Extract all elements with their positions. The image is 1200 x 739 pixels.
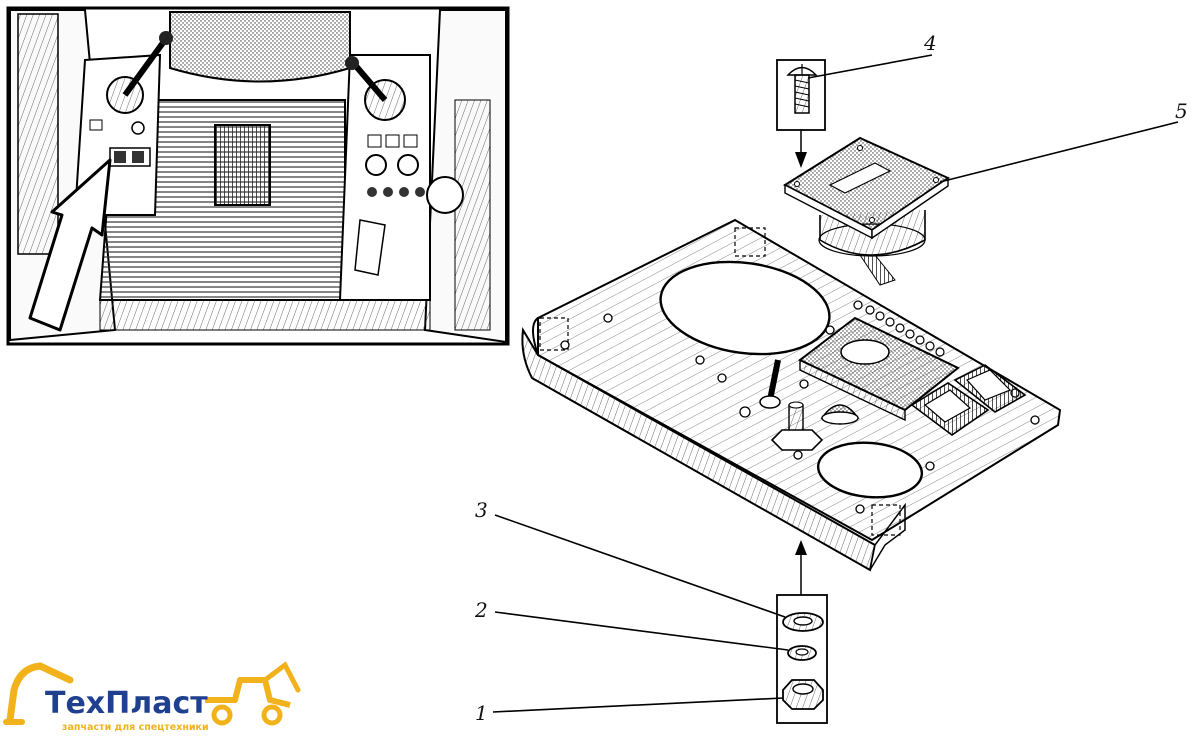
cab-inset (6, 6, 510, 346)
screw-icon (786, 64, 818, 114)
hex-nut-icon (782, 679, 824, 710)
callout-5: 5 (1175, 99, 1188, 123)
callout-4: 4 (923, 31, 937, 55)
dashboard-panel (521, 218, 1062, 572)
brand-logo: ТехПласт запчасти для спецтехники (3, 661, 301, 733)
lock-washer-icon (787, 645, 817, 661)
logo-name: ТехПласт (45, 686, 208, 721)
callout-3: 3 (475, 498, 488, 522)
callout-1: 1 (475, 701, 488, 725)
leader-lines (492, 54, 1179, 713)
flat-washer-icon (782, 612, 824, 632)
logo-tagline: запчасти для спецтехники (62, 722, 209, 733)
callout-2: 2 (474, 598, 488, 622)
meter-cover-plate (782, 136, 951, 286)
